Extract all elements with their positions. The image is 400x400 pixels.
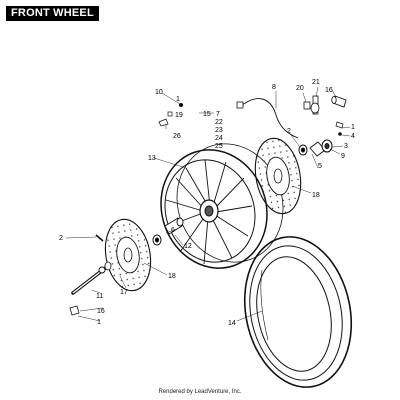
tire[interactable] [231,227,364,397]
callout-9: 9 [341,153,345,160]
bearing-spacer-right[interactable] [298,139,333,157]
callout-16-top: 16 [325,87,333,94]
callout-21: 21 [312,79,320,86]
callout-2-left: 2 [59,235,63,242]
page-title: FRONT WHEEL [6,6,99,21]
footer-credit: Rendered by LeadVenture, Inc. [158,389,242,395]
callout-6: 6 [171,227,175,234]
callout-25: 25 [215,143,223,150]
brake-rotor-left[interactable] [100,216,156,295]
speed-sensor-cable[interactable] [236,95,320,139]
callout-24: 24 [215,135,223,142]
callout-26: 26 [173,133,181,140]
callout-12: 12 [184,243,192,250]
callout-18-right: 18 [312,192,320,199]
callout-8: 8 [272,84,276,91]
callout-1-right: 1 [351,124,355,131]
callout-20: 20 [296,85,304,92]
brake-rotor-right[interactable] [250,135,307,217]
callout-3: 3 [344,143,348,150]
callout-2-right: 2 [287,128,291,135]
valve-stem-cap[interactable] [331,95,347,108]
callout-4: 4 [351,133,355,140]
callout-1-top: 1 [176,96,180,103]
callout-23: 23 [215,127,223,134]
callout-11: 11 [96,293,103,300]
callout-1-bottom: 1 [97,319,101,326]
callout-16-bottom: 16 [97,308,105,315]
callout-labels: 10 1 19 15 26 7 22 23 24 25 8 20 21 16 1… [59,79,355,327]
axle[interactable] [71,261,112,295]
callout-14: 14 [228,320,236,327]
callout-10: 10 [155,89,163,96]
valve-and-screw-bottom[interactable] [69,234,106,316]
bearing-spacer-left[interactable] [152,217,184,246]
callout-15: 15 [203,111,211,118]
leader-lines [65,86,351,322]
callout-22: 22 [215,119,223,126]
callout-19: 19 [175,112,183,119]
callout-17: 17 [120,289,128,296]
callout-18-left: 18 [168,273,176,280]
balance-weight-hardware[interactable] [158,103,344,136]
callout-5: 5 [318,163,322,170]
callout-13: 13 [148,155,156,162]
callout-7: 7 [216,111,220,118]
